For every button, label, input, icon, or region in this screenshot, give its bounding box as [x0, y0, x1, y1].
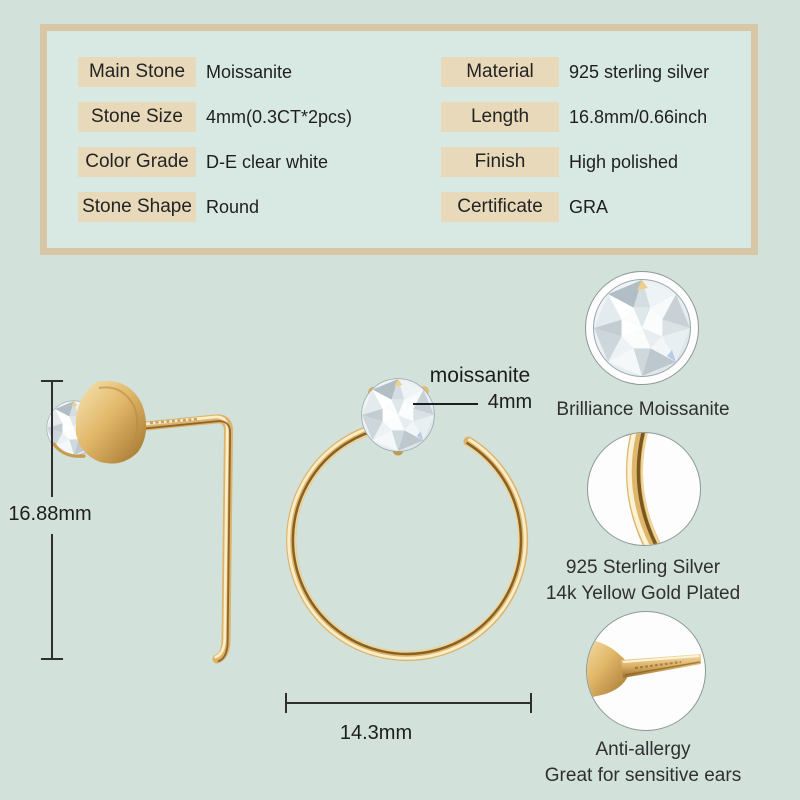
feature-caption-moissanite: Brilliance Moissanite — [523, 397, 763, 423]
moissanite-gem-icon — [593, 279, 691, 377]
spec-row-finish: Finish High polished — [441, 147, 709, 177]
spec-row-material: Material 925 sterling silver — [441, 57, 709, 87]
post-engraving-marks — [149, 417, 199, 425]
hoop-earring-illustration — [286, 378, 529, 661]
pin-engraving-marks — [634, 660, 682, 670]
spec-label: Certificate — [441, 192, 559, 222]
hoop-stone — [361, 378, 435, 452]
spec-value: 16.8mm/0.66inch — [569, 106, 708, 127]
spec-label: Color Grade — [78, 147, 196, 177]
side-view-earring-illustration — [46, 380, 233, 664]
stone-prong — [52, 442, 86, 458]
spec-row-stone-size: Stone Size 4mm(0.3CT*2pcs) — [78, 102, 352, 132]
earring-wire — [131, 414, 233, 664]
spec-label: Material — [441, 57, 559, 87]
caption-line: Anti-allergy — [595, 739, 691, 760]
spec-label: Length — [441, 102, 559, 132]
feature-circle-gold-wire — [587, 432, 701, 546]
caption-line: 14k Yellow Gold Plated — [545, 583, 741, 604]
spec-row-certificate: Certificate GRA — [441, 192, 709, 222]
stone-size-label: 4mm — [487, 391, 533, 413]
spec-value: Round — [206, 196, 260, 217]
spec-value: Moissanite — [206, 61, 293, 82]
earring-post-icon — [587, 639, 701, 699]
feature-caption-anti-allergy: Anti-allergy Great for sensitive ears — [523, 737, 763, 789]
spec-value: High polished — [569, 151, 679, 172]
spec-column-left: Main Stone Moissanite Stone Size 4mm(0.3… — [78, 57, 352, 237]
spec-label: Finish — [441, 147, 559, 177]
stone-annotation-label: moissanite — [429, 364, 531, 387]
spec-column-right: Material 925 sterling silver Length 16.8… — [441, 57, 709, 237]
spec-table-panel: Main Stone Moissanite Stone Size 4mm(0.3… — [40, 24, 758, 255]
height-dimension-label: 16.88mm — [8, 503, 92, 525]
caption-line: Great for sensitive ears — [544, 765, 742, 786]
spec-label: Main Stone — [78, 57, 196, 87]
height-dimension-line — [41, 380, 63, 660]
hoop-wire — [286, 419, 529, 661]
spec-value: 4mm(0.3CT*2pcs) — [206, 106, 353, 127]
spec-row-length: Length 16.8mm/0.66inch — [441, 102, 709, 132]
spec-label: Stone Shape — [78, 192, 196, 222]
gold-wire-icon — [625, 433, 662, 545]
feature-caption-material: 925 Sterling Silver 14k Yellow Gold Plat… — [523, 555, 763, 607]
caption-line: 925 Sterling Silver — [565, 557, 721, 578]
width-dimension-line — [285, 693, 532, 713]
spec-row-color-grade: Color Grade D-E clear white — [78, 147, 352, 177]
caption-line: Brilliance Moissanite — [556, 399, 730, 420]
feature-circle-moissanite — [585, 271, 699, 385]
spec-label: Stone Size — [78, 102, 196, 132]
stud-head — [75, 380, 147, 464]
spec-value: 925 sterling silver — [569, 61, 710, 82]
spec-value: D-E clear white — [206, 151, 329, 172]
width-dimension-label: 14.3mm — [339, 722, 413, 744]
feature-circle-anti-allergy — [586, 611, 706, 731]
spec-row-stone-shape: Stone Shape Round — [78, 192, 352, 222]
spec-row-main-stone: Main Stone Moissanite — [78, 57, 352, 87]
stud-back-blob — [587, 639, 629, 699]
spec-value: GRA — [569, 196, 609, 217]
